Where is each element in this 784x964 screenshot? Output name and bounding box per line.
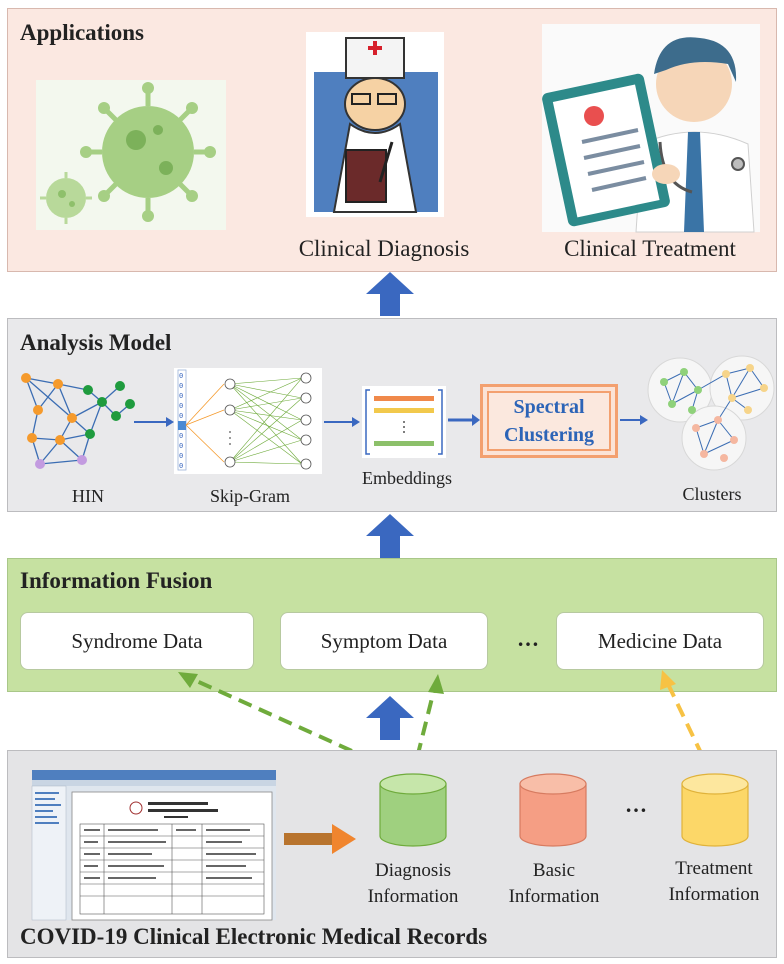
fusion-ellipsis: … — [517, 626, 539, 651]
spectral-clustering-box — [480, 384, 618, 458]
emr-screenshot — [31, 770, 276, 921]
svg-text:0: 0 — [179, 412, 183, 420]
basic-info-line1: Basic — [532, 860, 576, 881]
up-arrow-3 — [366, 696, 414, 740]
arrow-spectral-clusters — [620, 415, 648, 425]
doctor-clipboard-illustration — [542, 24, 760, 233]
hin-label: HIN — [72, 486, 104, 506]
clinical-diagnosis-label: Clinical Diagnosis — [298, 236, 470, 261]
svg-text:0: 0 — [179, 392, 183, 400]
svg-text:0: 0 — [179, 402, 183, 410]
applications-title: Applications — [20, 20, 144, 45]
dashed-arrows — [178, 670, 714, 780]
treatment-db-cylinder — [681, 773, 749, 847]
symptom-data-box: Symptom Data — [280, 612, 488, 670]
arrow-embeddings-spectral — [448, 414, 480, 426]
svg-text:0: 0 — [179, 442, 183, 450]
svg-text:0: 0 — [179, 432, 183, 440]
svg-text:0: 0 — [179, 462, 183, 470]
fusion-title: Information Fusion — [20, 568, 213, 593]
records-title: COVID-19 Clinical Electronic Medical Rec… — [20, 924, 488, 949]
clusters-graph — [647, 355, 775, 471]
up-arrow-2 — [366, 514, 414, 558]
spectral-label: Spectral — [513, 396, 585, 418]
analysis-title: Analysis Model — [20, 330, 172, 355]
medicine-data-box: Medicine Data — [556, 612, 764, 670]
arrow-hin-skipgram — [134, 417, 174, 427]
syndrome-data-box: Syndrome Data — [20, 612, 254, 670]
basic-db-cylinder — [519, 773, 587, 847]
diagnosis-info-line2: Information — [367, 886, 459, 907]
treatment-info-line1: Treatment — [675, 858, 753, 879]
records-ellipsis: … — [625, 792, 647, 817]
embeddings-label: Embeddings — [362, 468, 452, 488]
clinical-treatment-label: Clinical Treatment — [564, 236, 736, 261]
up-arrow-1 — [366, 272, 414, 316]
svg-text:0: 0 — [179, 382, 183, 390]
diagnosis-db-cylinder — [379, 773, 447, 847]
svg-text:0: 0 — [179, 372, 183, 380]
svg-text:0: 0 — [179, 452, 183, 460]
emr-to-diagnosis-arrow — [284, 824, 356, 854]
clustering-label: Clustering — [504, 424, 594, 446]
arrow-skipgram-embeddings — [324, 417, 360, 427]
virus-illustration — [36, 80, 226, 230]
clusters-label: Clusters — [682, 484, 742, 504]
embeddings-matrix — [362, 386, 446, 458]
skipgram-label: Skip-Gram — [210, 486, 290, 506]
basic-info-line2: Information — [508, 886, 600, 907]
doctor-illustration — [306, 32, 444, 217]
treatment-info-line2: Information — [668, 884, 760, 905]
hin-graph — [21, 373, 135, 469]
diagnosis-info-line1: Diagnosis — [375, 860, 451, 881]
